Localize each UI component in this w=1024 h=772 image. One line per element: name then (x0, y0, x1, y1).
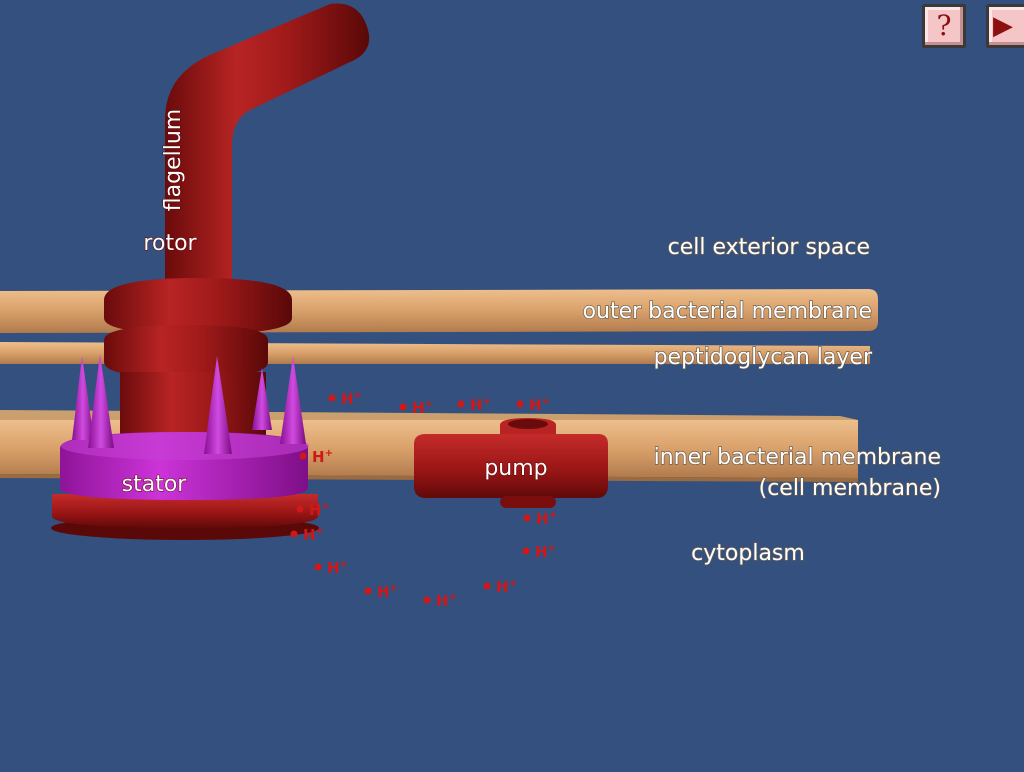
proton-dot (523, 514, 531, 522)
proton-dot (423, 596, 431, 604)
proton-label: H+ (470, 396, 491, 414)
proton-label: H+ (536, 510, 557, 528)
proton-dot (314, 563, 322, 571)
cell-membrane-label: (cell membrane) (759, 476, 941, 501)
stator-spike (88, 354, 114, 448)
stator-spike (280, 356, 306, 444)
proton-dot (399, 403, 407, 411)
rotor-assembly (51, 3, 370, 540)
stator-spike (72, 356, 94, 440)
cytoplasm-label: cytoplasm (691, 541, 805, 566)
peptidoglycan-label: peptidoglycan layer (654, 345, 873, 370)
proton-dot (296, 505, 304, 513)
outer-membrane-label: outer bacterial membrane (583, 299, 872, 324)
proton-label: H+ (436, 592, 457, 610)
diagram-labels: flagellum rotor stator pump cell exterio… (121, 108, 942, 566)
help-button[interactable]: ? (922, 4, 966, 48)
flagellum-filament (165, 3, 370, 290)
proton-dot (290, 530, 298, 538)
proton-label: H+ (535, 543, 556, 561)
rotor-label: rotor (143, 231, 197, 256)
stator (60, 354, 309, 500)
cell-exterior-label: cell exterior space (668, 235, 870, 260)
proton-dot (457, 400, 465, 408)
proton-label: H+ (496, 578, 517, 596)
proton-label: H+ (327, 559, 348, 577)
proton-dot (299, 452, 307, 460)
proton-dot (328, 394, 336, 402)
proton-label: H+ (309, 501, 330, 519)
proton-dot (364, 587, 372, 595)
question-icon: ? (936, 9, 952, 42)
pump (414, 418, 608, 508)
proton-dot (516, 400, 524, 408)
proton-dot (483, 582, 491, 590)
proton-label: H+ (303, 526, 324, 544)
proton-label: H+ (377, 583, 398, 601)
inner-membrane-label: inner bacterial membrane (654, 445, 941, 470)
proton-label: H+ (341, 390, 362, 408)
next-button[interactable]: ▶ (986, 4, 1024, 48)
stator-label: stator (122, 472, 188, 497)
proton-label: H+ (529, 396, 550, 414)
stator-spike (252, 368, 272, 430)
pump-label: pump (484, 456, 547, 481)
proton-dot (522, 547, 530, 555)
flagellum-label: flagellum (161, 109, 186, 211)
stator-spike (204, 356, 232, 454)
play-icon: ▶ (993, 11, 1013, 41)
